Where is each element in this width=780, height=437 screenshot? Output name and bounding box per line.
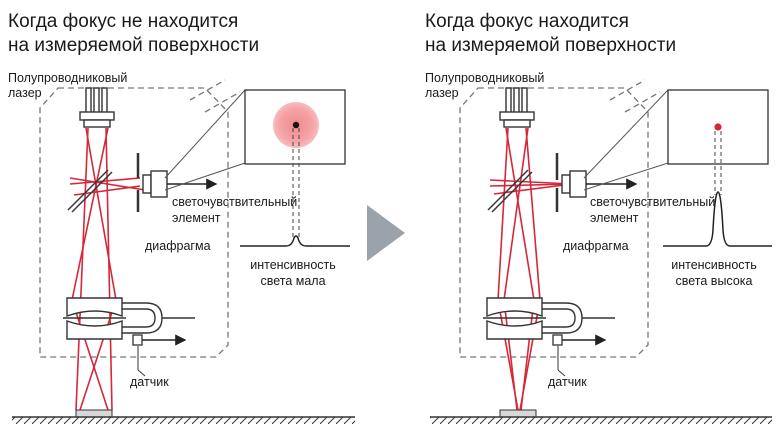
- right-lens-assembly: [483, 297, 615, 340]
- right-panel: [430, 79, 772, 424]
- right-element-label-line2: элемент: [590, 211, 639, 225]
- right-ground-hatch: [430, 417, 772, 424]
- left-half-mirror: [67, 169, 113, 213]
- left-photo-element: [142, 170, 168, 198]
- left-intensity-label-line1: интенсивность: [250, 258, 336, 272]
- left-laser-beams: [69, 127, 146, 411]
- left-element-label-line1: светочувствительный: [172, 195, 298, 209]
- right-intensity-label-line2: света высока: [675, 274, 753, 288]
- right-intensity-curve: [663, 191, 772, 247]
- right-photo-element: [561, 170, 587, 198]
- left-ground-hatch: [12, 417, 355, 424]
- left-target-surface: [75, 409, 113, 418]
- left-sensor: [132, 334, 143, 346]
- right-element-label-line1: светочувствительный: [590, 195, 716, 209]
- left-panel: [12, 79, 355, 424]
- left-laser-label-line2: лазер: [8, 86, 42, 100]
- right-intensity-label-line1: интенсивность: [671, 258, 757, 272]
- left-sensor-label: датчик: [130, 375, 169, 389]
- left-diaphragm-label: диафрагма: [145, 239, 211, 253]
- right-laser-beams: [489, 127, 573, 411]
- left-laser-label-line1: Полупроводниковый: [8, 71, 128, 85]
- right-focused-spot: [714, 123, 722, 131]
- left-title-line1: Когда фокус не находится: [8, 11, 239, 32]
- right-diaphragm-label: диафрагма: [563, 239, 629, 253]
- left-laser-diode: [79, 87, 115, 128]
- right-title-line2: на измеряемой поверхности: [425, 35, 677, 56]
- left-housing-outline: [39, 87, 229, 358]
- right-title-line1: Когда фокус находится: [425, 11, 629, 32]
- left-intensity-label-line2: света мала: [260, 274, 326, 288]
- left-housing-top-dash: [189, 79, 241, 113]
- right-half-mirror: [487, 169, 533, 213]
- left-spot-center: [292, 121, 300, 129]
- left-title-line2: на измеряемой поверхности: [8, 35, 260, 56]
- right-sensor: [552, 334, 563, 346]
- right-laser-label-line2: лазер: [425, 86, 459, 100]
- right-laser-diode: [499, 87, 535, 128]
- right-sensor-label: датчик: [548, 375, 587, 389]
- left-element-label-line2: элемент: [172, 211, 221, 225]
- left-lens-assembly: [63, 297, 195, 340]
- right-housing-outline: [459, 87, 649, 358]
- right-target-surface: [499, 409, 537, 418]
- right-housing-top-dash: [609, 79, 661, 113]
- right-laser-label-line1: Полупроводниковый: [425, 71, 545, 85]
- transition-arrow: [367, 205, 405, 261]
- left-intensity-curve: [240, 235, 350, 247]
